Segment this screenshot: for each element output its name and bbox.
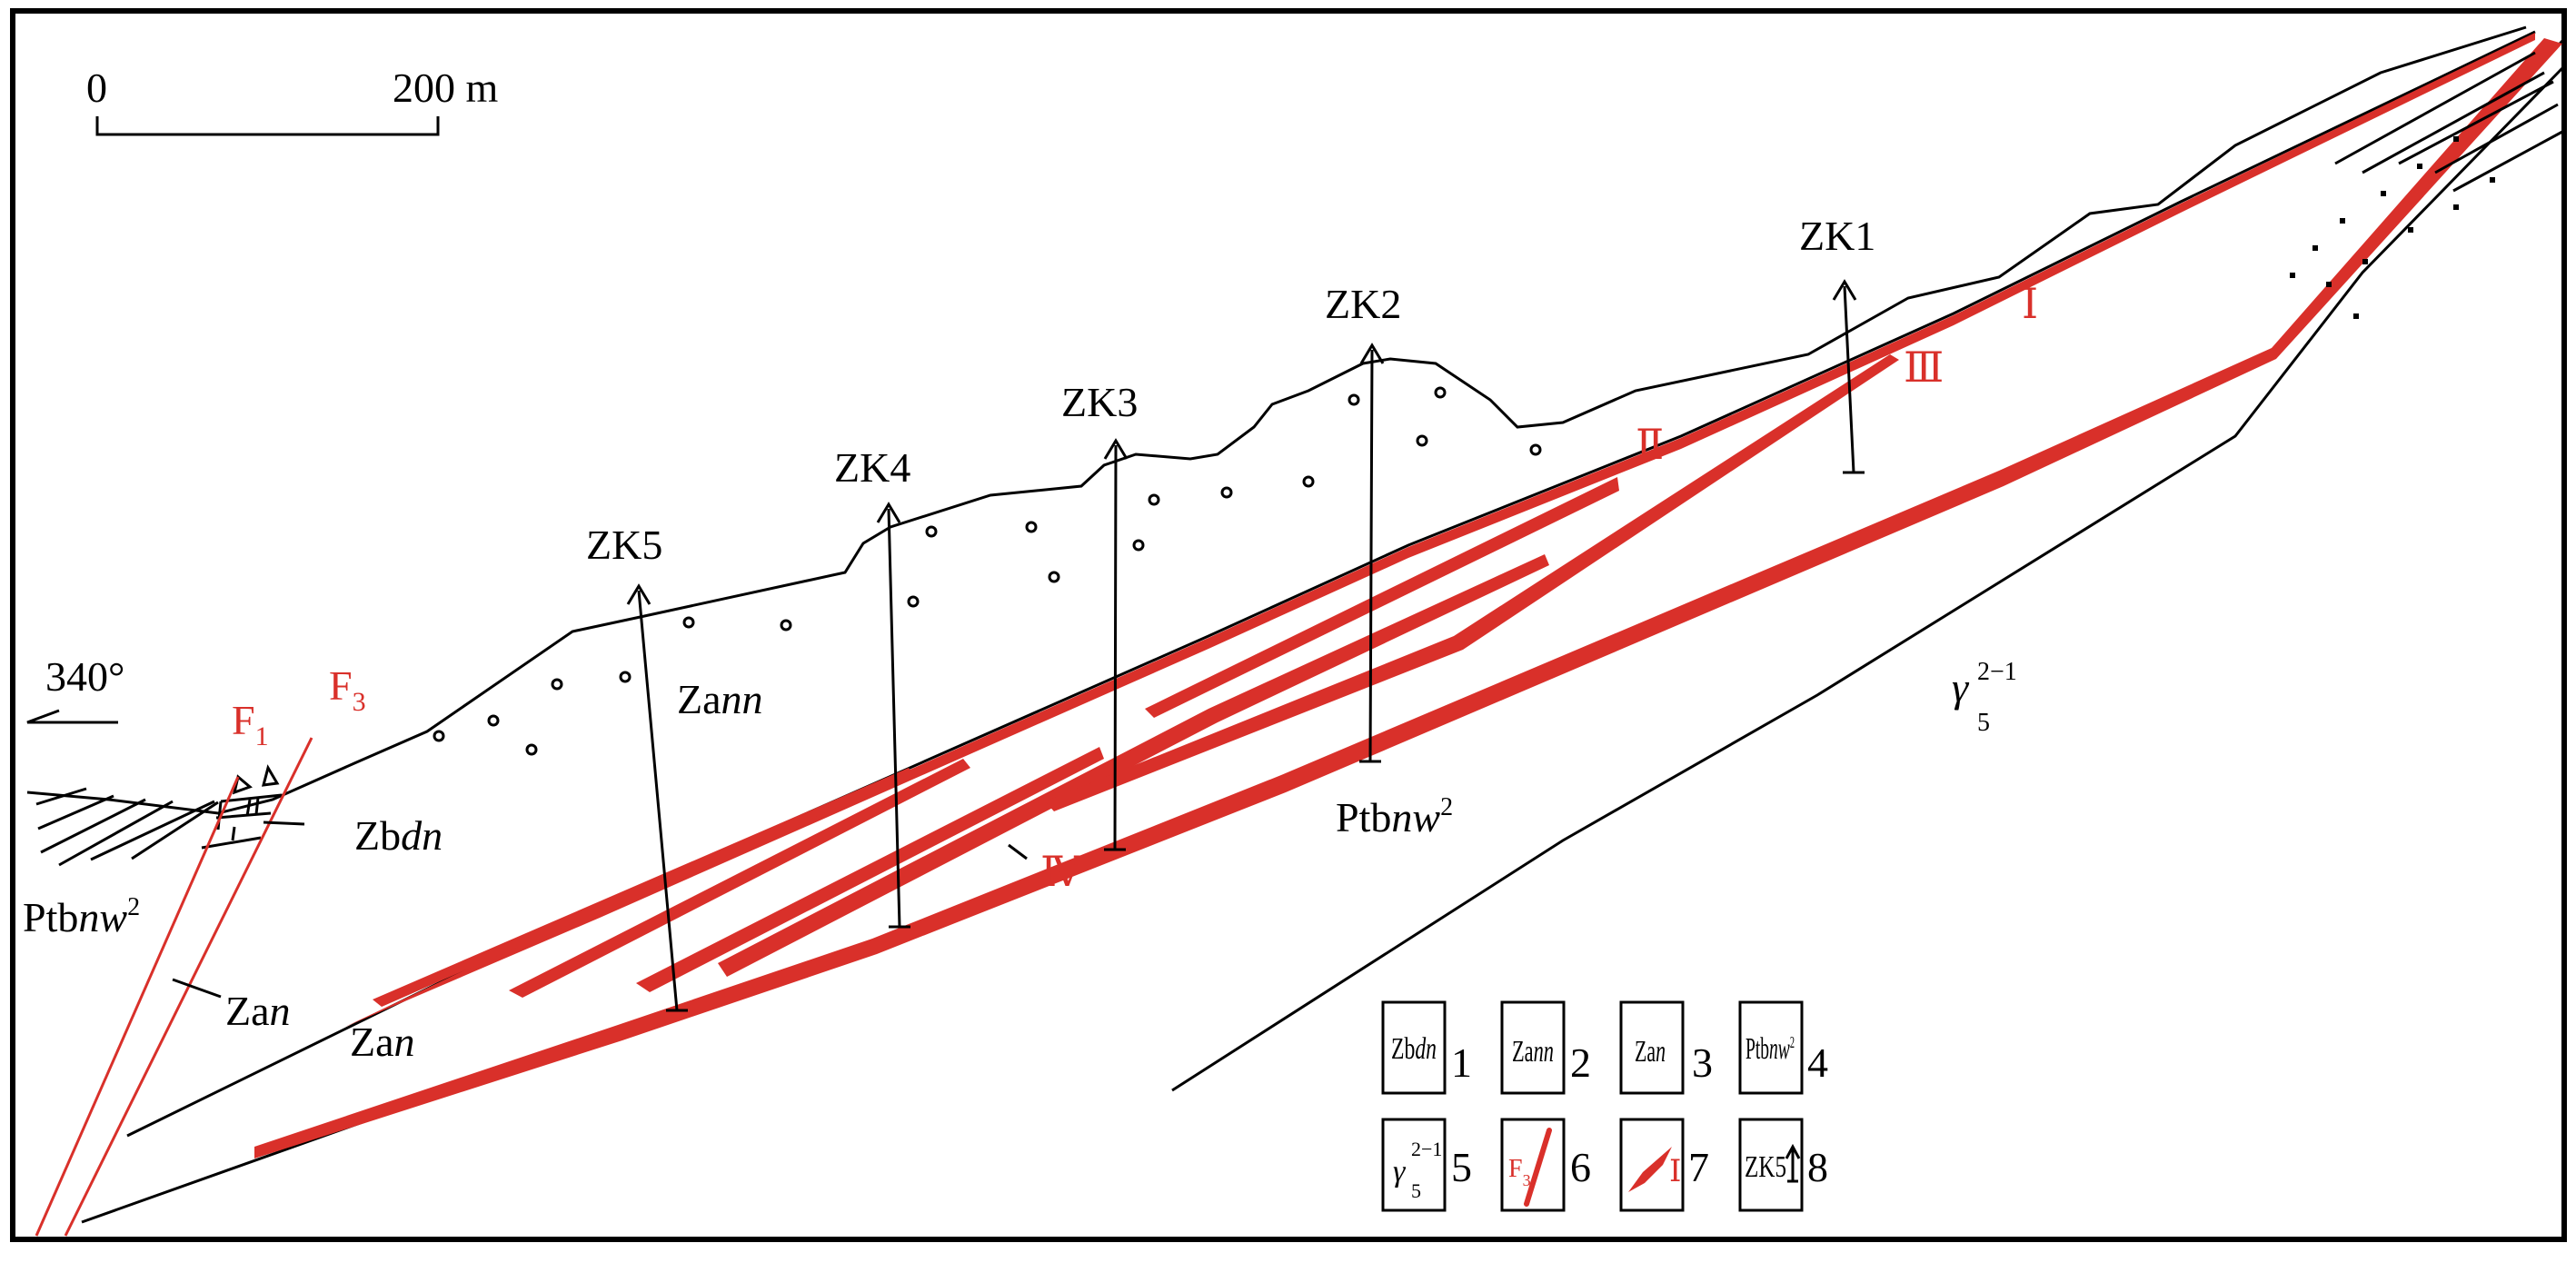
drill-hole-zk4: ZK4	[834, 444, 910, 929]
unit-zann: Zann	[677, 676, 763, 722]
scale-end: 200 m	[393, 65, 499, 111]
direction-label: 340°	[45, 653, 124, 700]
unit-granite: γ 2−1 5	[1952, 658, 2017, 737]
legend-granite-symbol: γ	[1393, 1155, 1407, 1188]
ore-4-leader	[1008, 843, 1028, 860]
granite-superscript: 2−1	[1977, 658, 2017, 686]
unit-ptbnw-center: Ptbnw2	[1336, 793, 1453, 840]
drill-label-zk2: ZK2	[1325, 281, 1401, 327]
legend-number-4: 4	[1807, 1039, 1828, 1086]
drill-hole-zk3: ZK3	[1061, 379, 1138, 851]
legend-box-3	[1619, 1000, 1685, 1095]
unit-zbdn: Zbdn	[354, 812, 443, 859]
legend-number-6: 6	[1570, 1144, 1591, 1190]
fault-label-f1: F1	[232, 697, 269, 751]
drill-hole-zk2: ZK2	[1325, 281, 1401, 763]
legend-zan: Zan	[1635, 1035, 1666, 1069]
drill-label-zk4: ZK4	[834, 444, 910, 491]
legend-number-5: 5	[1451, 1144, 1472, 1190]
ptbnw-hatch	[35, 787, 219, 867]
drill-label-zk3: ZK3	[1061, 379, 1138, 425]
legend-number-7: 7	[1688, 1144, 1709, 1190]
zbdn-leader	[263, 820, 305, 826]
drill-label-zk5: ZK5	[586, 522, 662, 568]
legend-drill-label: ZK5	[1745, 1150, 1786, 1184]
zan-leader	[172, 978, 222, 999]
legend-box-5	[1381, 1118, 1447, 1212]
conglomerate-circles	[433, 386, 1542, 756]
legend-box-1	[1381, 1000, 1447, 1095]
legend-number-2: 2	[1570, 1039, 1591, 1086]
unit-zan-left: Zan	[225, 988, 291, 1034]
sandstone-dots	[2290, 136, 2495, 319]
legend: Zbdn Zann Zan Ptbnw2 γ 2−1 5 F3 Ⅰ ZK5 1 …	[1381, 1000, 1828, 1212]
legend-zbdn: Zbdn	[1391, 1032, 1437, 1066]
ore-bodies	[254, 33, 2562, 1159]
legend-box-7	[1619, 1118, 1685, 1212]
legend-box-4	[1738, 1000, 1804, 1095]
legend-fault-line	[1524, 1128, 1552, 1207]
legend-box-8	[1738, 1118, 1804, 1212]
topography-line	[26, 25, 2527, 815]
fault-label-f3: F3	[329, 662, 366, 717]
fault-f3	[64, 737, 313, 1237]
arrow-up-icon	[1785, 1143, 1801, 1183]
drill-hole-zk5: ZK5	[586, 522, 688, 1012]
ore-label-3: Ⅲ	[1904, 344, 1944, 391]
legend-zann: Zann	[1512, 1035, 1554, 1069]
frame	[10, 8, 2567, 1242]
drill-hole-zk1: ZK1	[1799, 213, 1875, 474]
drill-label-zk1: ZK1	[1799, 213, 1875, 259]
granite-subscript: 5	[1977, 709, 1990, 737]
ore-label-2: Ⅱ	[1636, 422, 1664, 468]
legend-granite: γ 2−1 5	[1393, 1138, 1442, 1202]
legend-number-8: 8	[1807, 1144, 1828, 1190]
legend-ore-label: Ⅰ	[1669, 1155, 1681, 1188]
legend-fault-label: F3	[1508, 1155, 1531, 1189]
granite-contact	[1171, 66, 2564, 1092]
legend-box-2	[1500, 1000, 1566, 1095]
unit-zan-right: Zan	[350, 1019, 415, 1065]
ore-label-4: Ⅳ	[1040, 849, 1083, 895]
unit-ptbnw-left: Ptbnw2	[23, 893, 140, 940]
granite-symbol: γ	[1952, 664, 1970, 711]
legend-ptbnw: Ptbnw2	[1746, 1032, 1795, 1066]
legend-granite-subscript: 5	[1411, 1179, 1421, 1202]
scale-bar: 0 200 m	[86, 65, 499, 136]
legend-ore-shape	[1628, 1147, 1672, 1192]
legend-number-3: 3	[1692, 1039, 1713, 1086]
legend-number-1: 1	[1451, 1039, 1472, 1086]
zbdn-symbol	[201, 764, 283, 850]
scale-start: 0	[86, 65, 107, 111]
legend-box-6	[1500, 1118, 1566, 1212]
ore-label-1: Ⅰ	[2022, 281, 2038, 327]
legend-granite-superscript: 2−1	[1411, 1138, 1442, 1160]
fault-f1	[35, 776, 240, 1237]
arrow-left-icon	[26, 709, 118, 724]
upper-right-bedding	[2334, 51, 2563, 193]
direction-indicator: 340°	[26, 653, 124, 724]
